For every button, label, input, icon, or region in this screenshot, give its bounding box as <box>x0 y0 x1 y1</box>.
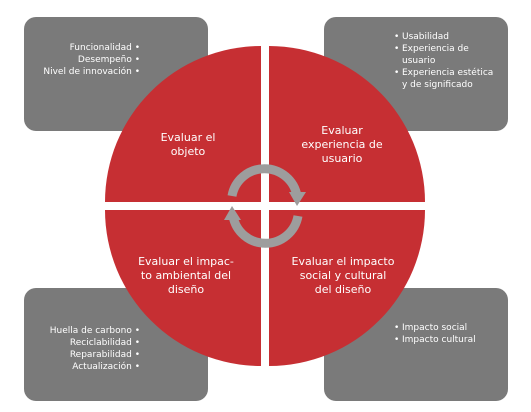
list-item: Reparabilidad <box>50 349 140 361</box>
list-social-cultural-criteria: Impacto social Impacto cultural <box>394 322 476 346</box>
list-item: Nivel de innovación <box>43 66 140 78</box>
list-item: Usabilidad <box>394 31 493 43</box>
label-evaluate-object: Evaluar el objeto <box>160 131 216 158</box>
list-item: Actualización <box>50 361 140 373</box>
quadrant-bottom-right <box>269 210 425 366</box>
list-environmental-criteria: Huella de carbono Reciclabilidad Reparab… <box>50 325 140 373</box>
list-item: Reciclabilidad <box>50 337 140 349</box>
list-item: Impacto cultural <box>394 334 476 346</box>
label-evaluate-social-cultural-impact: Evaluar el impacto social y cultural del… <box>291 255 395 296</box>
list-user-experience-criteria: Usabilidad Experiencia de usuario Experi… <box>394 31 493 91</box>
list-item: Experiencia de usuario <box>394 43 493 67</box>
list-item: Desempeño <box>43 54 140 66</box>
list-item: Experiencia estética y de significado <box>394 67 493 91</box>
list-object-criteria: Funcionalidad Desempeño Nivel de innovac… <box>43 42 140 78</box>
list-item: Huella de carbono <box>50 325 140 337</box>
list-item: Funcionalidad <box>43 42 140 54</box>
quadrant-bottom-left <box>105 210 261 366</box>
list-item: Impacto social <box>394 322 476 334</box>
quadrant-top-left <box>105 46 261 202</box>
quadrant-top-right <box>269 46 425 202</box>
label-evaluate-environmental-impact: Evaluar el impac- to ambiental del diseñ… <box>138 255 234 296</box>
cycle-arrows-icon <box>224 164 306 248</box>
label-evaluate-user-experience: Evaluar experiencia de usuario <box>301 124 383 165</box>
